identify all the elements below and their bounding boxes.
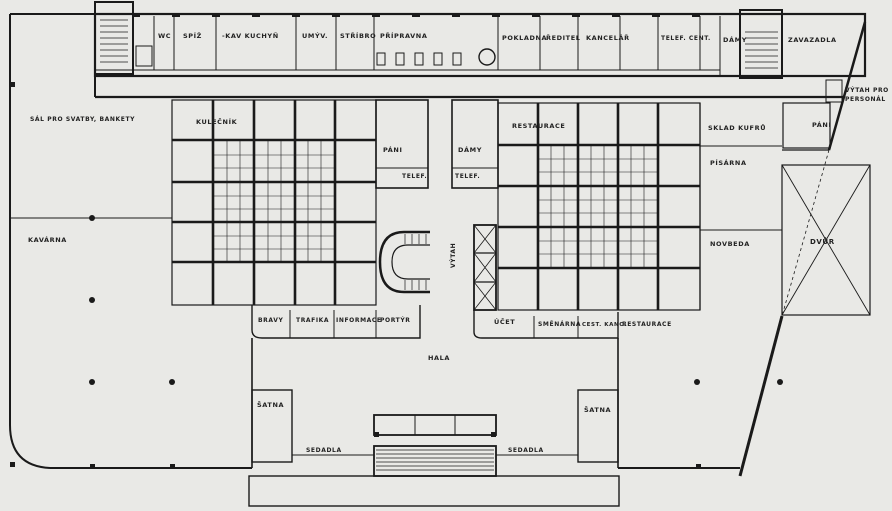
label-sklad-kufru: SKLAD KUFRŮ [708,123,766,132]
label-pokladna: POKLADNA [502,34,547,42]
room-labels: WC SPÍŽ -KAV KUCHYŇ UMÝV. STŘÍBRO PŘÍPRA… [28,31,889,454]
label-portyr: PORTÝR [380,317,411,324]
label-dvur: DVŮR [810,237,835,246]
label-satna-left: ŠATNA [257,400,284,409]
label-sal: SÁL PRO SVATBY, BANKETY [30,116,135,123]
label-stribro: STŘÍBRO [340,31,376,40]
label-umyv: UMÝV. [302,31,328,40]
label-pani-left: PÁNI [383,145,402,154]
label-telef-right: TELEF. [455,173,480,180]
stairs [100,19,778,290]
label-sedadla-right: SEDADLA [508,447,544,454]
label-damy-top: DÁMY [723,35,747,44]
walls [9,1,871,507]
label-reditel: ŘEDITEL [546,33,580,42]
label-pripravna: PŘÍPRAVNA [380,31,427,40]
label-satna-right: ŠATNA [584,405,611,414]
label-pisarna: PÍSÁRNA [710,158,747,167]
label-cest-kanc: CEST. KANC. [582,322,627,328]
label-vytah: VÝTAH [450,243,457,268]
label-trafika: TRAFIKA [296,317,329,324]
label-informace: INFORMACE [336,317,382,324]
label-kav-kuchyn: -KAV KUCHYŇ [222,31,279,40]
label-damy-mid: DÁMY [458,145,482,154]
label-telef-left: TELEF. [402,173,427,180]
kitchen-fixtures [135,45,843,103]
label-novbeda: NOVBEDA [710,240,750,248]
label-telef-cent: TELEF. CENT. [661,35,711,42]
label-sedadla-left: SEDADLA [306,447,342,454]
label-wc: WC [158,32,171,40]
structural-grid [172,100,700,310]
entrance-steps [376,449,494,471]
label-ucet: ÚČET [494,317,515,326]
label-pani-right: PÁNI [812,120,831,129]
label-bravy: BRAVY [258,317,283,324]
label-spiz: SPÍŽ [183,31,202,40]
label-restaurace-top: RESTAURACE [512,122,565,130]
label-smenarna: SMĚNÁRNA [538,320,581,328]
label-kulecnik: KULEČNÍK [196,117,238,126]
label-restaurace-bottom: RESTAURACE [622,321,672,328]
columns [10,13,783,469]
label-zavazadla: ZAVAZADLA [788,36,837,44]
label-kavarna: KAVÁRNA [28,235,67,244]
label-kancelar: KANCELÁŘ [586,33,630,42]
label-hala: HALA [428,354,450,362]
